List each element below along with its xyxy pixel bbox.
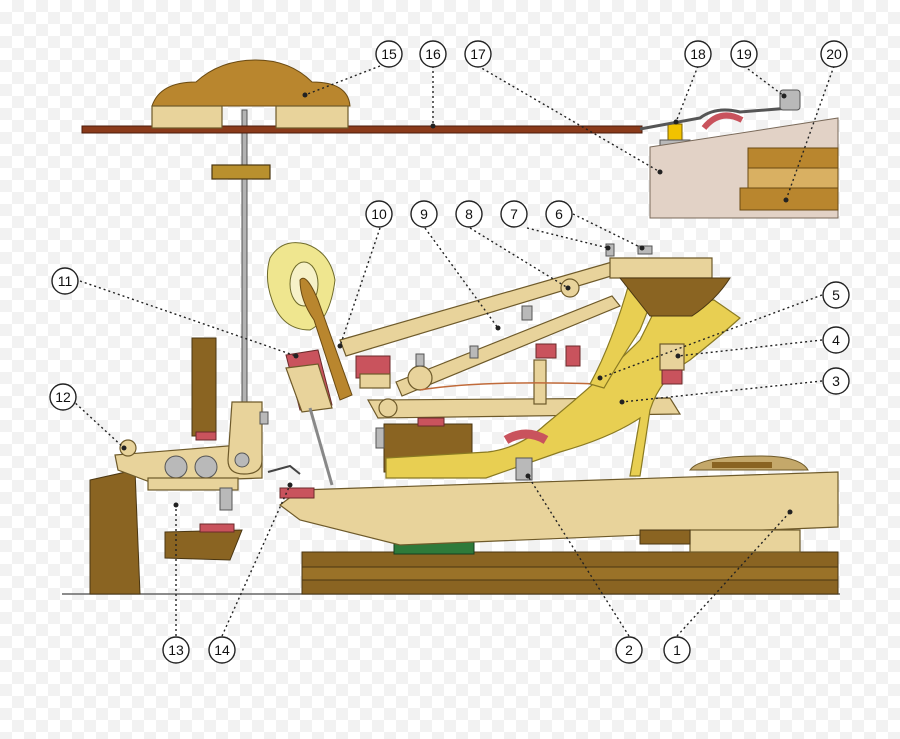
callout-20: 20 <box>820 40 848 68</box>
pinblock-layer-1 <box>747 147 839 169</box>
callout-6: 6 <box>545 200 573 228</box>
damper-guide-block <box>211 164 271 180</box>
damper-screw <box>219 487 233 511</box>
left-post <box>89 469 141 595</box>
damper-lift-screw <box>375 427 385 449</box>
pinblock-layer-2 <box>747 167 839 189</box>
svg-text:18: 18 <box>690 46 706 62</box>
backcheck-felt <box>661 369 683 385</box>
callout-11: 11 <box>51 267 79 295</box>
svg-text:14: 14 <box>214 642 230 658</box>
svg-text:16: 16 <box>425 46 441 62</box>
hammer-rest-top <box>609 257 713 279</box>
callout-7: 7 <box>500 200 528 228</box>
callout-12: 12 <box>49 383 77 411</box>
callout-14: 14 <box>208 636 236 664</box>
jack-felt <box>535 343 557 359</box>
svg-text:7: 7 <box>510 206 518 222</box>
keybed-plank-top <box>301 551 839 569</box>
svg-text:3: 3 <box>832 373 840 389</box>
damper-wire <box>241 109 248 441</box>
damper-felt-lower <box>199 523 235 533</box>
callout-2: 2 <box>615 636 643 664</box>
flange-screw-head <box>259 411 269 425</box>
tuning-pin <box>779 89 801 111</box>
callout-15: 15 <box>375 40 403 68</box>
catcher-arm <box>395 295 621 397</box>
action-frame <box>385 299 741 479</box>
bridge-felt <box>701 112 744 130</box>
damper-rod-felt <box>195 431 217 441</box>
svg-text:13: 13 <box>168 642 184 658</box>
callout-1: 1 <box>663 636 691 664</box>
damper-rod-post <box>191 337 217 437</box>
damper-lever-hole-2 <box>194 455 218 479</box>
hammer-shank-top <box>299 277 353 401</box>
shank-screw <box>415 353 425 367</box>
string-over-bridge <box>639 106 791 131</box>
svg-text:2: 2 <box>625 642 633 658</box>
keybed-plank-bottom <box>301 579 839 595</box>
key-felt <box>279 487 315 499</box>
callout-17: 17 <box>464 40 492 68</box>
shank-screw-2 <box>469 345 479 359</box>
svg-text:4: 4 <box>832 332 840 348</box>
damper-felt-left <box>151 105 223 129</box>
svg-text:5: 5 <box>832 287 840 303</box>
hammer-shank-wire <box>308 407 334 486</box>
svg-text:10: 10 <box>371 206 387 222</box>
hammer-butt-cover <box>285 363 333 413</box>
shank-top-pin <box>605 243 615 257</box>
callout-8: 8 <box>455 200 483 228</box>
callout-16: 16 <box>419 40 447 68</box>
damper-lever-hole-1 <box>164 455 188 479</box>
svg-text:9: 9 <box>420 206 428 222</box>
pinblock-layer-3 <box>739 187 839 211</box>
damper-lift-felt <box>417 417 445 427</box>
damper-felt-right <box>275 105 349 129</box>
callout-9: 9 <box>410 200 438 228</box>
key-front-block <box>689 529 801 553</box>
callout-leaders <box>71 65 835 637</box>
flange-screw <box>234 452 250 468</box>
wippen-pivot <box>378 398 398 418</box>
hammer-rest-screw <box>637 245 653 255</box>
svg-text:17: 17 <box>470 46 486 62</box>
damper-head <box>151 59 351 107</box>
hammer-rest-dark <box>618 277 731 317</box>
svg-text:8: 8 <box>465 206 473 222</box>
callout-13: 13 <box>162 636 190 664</box>
wippen-string <box>419 382 601 391</box>
svg-text:12: 12 <box>55 389 71 405</box>
keybed-plank-middle <box>301 566 839 582</box>
jack-block <box>565 345 581 367</box>
damper-spoon-arm <box>147 477 239 491</box>
svg-text:6: 6 <box>555 206 563 222</box>
left-flange-pivot <box>119 439 137 457</box>
hammer-shank <box>339 261 619 357</box>
svg-text:19: 19 <box>736 46 752 62</box>
wippen-post <box>533 359 547 405</box>
svg-text:20: 20 <box>826 46 842 62</box>
key-rear-block <box>639 529 691 545</box>
callout-5: 5 <box>822 281 850 309</box>
callout-19: 19 <box>730 40 758 68</box>
callout-18: 18 <box>684 40 712 68</box>
callout-3: 3 <box>822 367 850 395</box>
svg-text:1: 1 <box>673 642 681 658</box>
regulating-felt <box>503 429 549 444</box>
svg-text:15: 15 <box>381 46 397 62</box>
catcher-pivot <box>407 365 433 391</box>
hammer-felt-block-base <box>359 373 391 389</box>
shank-screw-3 <box>521 305 533 321</box>
svg-text:11: 11 <box>58 273 73 289</box>
damper-spring <box>267 464 301 475</box>
key-button-slot <box>712 462 772 468</box>
callout-4: 4 <box>822 326 850 354</box>
callout-10: 10 <box>365 200 393 228</box>
